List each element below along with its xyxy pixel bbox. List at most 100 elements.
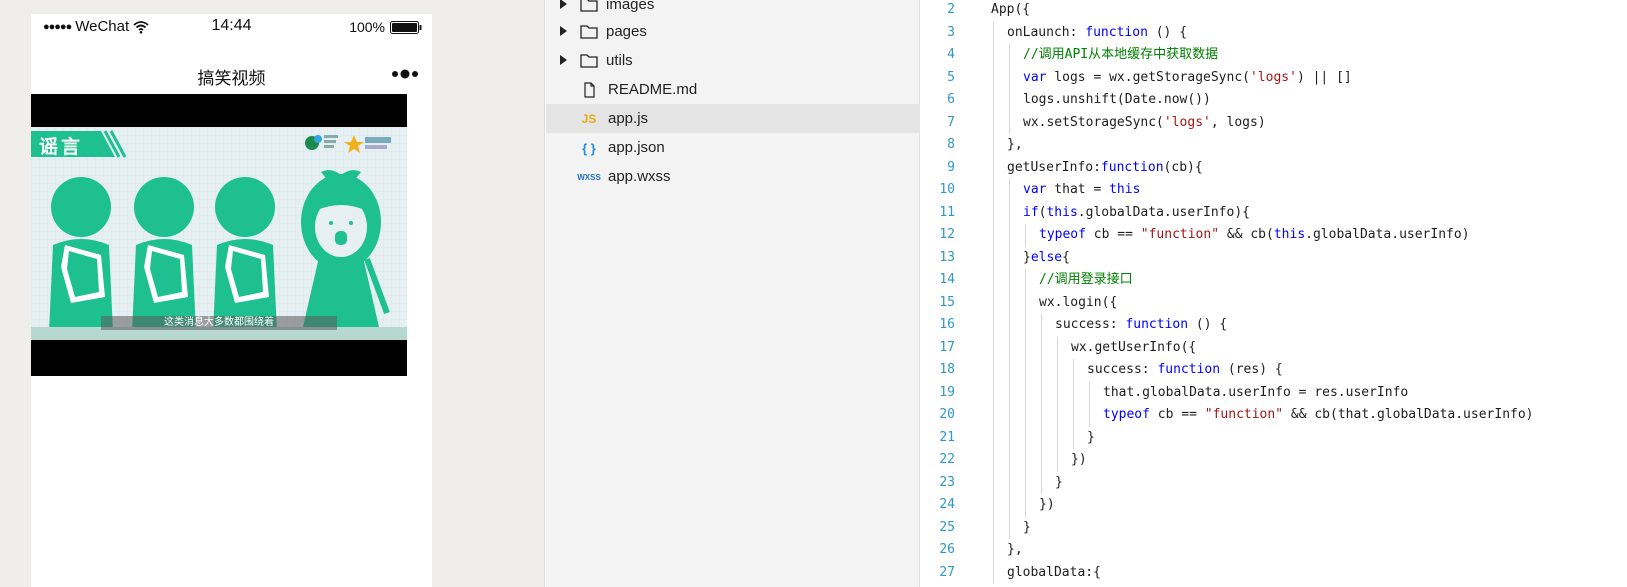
nav-bar: 搞笑视频: [31, 54, 432, 94]
code-text: }): [1039, 497, 1055, 512]
indent-guide: [1009, 426, 1010, 449]
file-tree-panel: images pages utils README.md JS app.js {…: [546, 0, 920, 587]
video-player[interactable]: 谣言 这类消息大多数都围绕着: [31, 94, 407, 376]
code-line[interactable]: 26},: [921, 539, 1627, 562]
code-text: typeof cb == "function" && cb(that.globa…: [1103, 407, 1534, 422]
indent-guide: [1057, 404, 1058, 427]
signal-icon: ●●●●●: [43, 20, 72, 33]
line-number: 4: [947, 47, 955, 62]
code-text: //调用登录接口: [1039, 272, 1133, 287]
line-number: 26: [939, 542, 955, 557]
indent-guide: [993, 89, 994, 112]
code-line[interactable]: 4//调用API从本地缓存中获取数据: [921, 44, 1627, 67]
video-frame-illustration: [31, 127, 407, 340]
line-number: 10: [939, 182, 955, 197]
code-text: onLaunch: function () {: [1007, 24, 1188, 40]
code-line[interactable]: 25}: [921, 516, 1627, 539]
code-line[interactable]: 24}): [921, 494, 1627, 517]
indent-guide: [993, 516, 994, 539]
line-number: 5: [947, 69, 955, 85]
indent-guide: [1041, 426, 1042, 449]
indent-guide: [993, 246, 994, 269]
indent-guide: [1073, 359, 1074, 382]
indent-guide: [1041, 449, 1042, 472]
nav-title: 搞笑视频: [197, 69, 266, 88]
code-line[interactable]: 3 onLaunch: function () {: [921, 21, 1627, 44]
code-text: var that = this: [1023, 182, 1141, 197]
indent-guide: [1041, 381, 1042, 404]
line-number: 3: [947, 24, 955, 40]
indent-guide: [1009, 404, 1010, 427]
indent-guide: [1009, 494, 1010, 517]
more-options-icon[interactable]: [390, 64, 420, 84]
folder-icon: [580, 25, 598, 39]
code-line[interactable]: 10 var that = this: [921, 179, 1627, 202]
indent-guide: [993, 134, 994, 157]
tree-file-readme[interactable]: README.md: [546, 75, 920, 104]
status-right: 100%: [349, 19, 422, 35]
line-number: 24: [939, 497, 955, 512]
tree-file-app-wxss[interactable]: WXSS app.wxss: [546, 162, 920, 191]
wifi-icon: [133, 20, 149, 34]
indent-guide: [993, 404, 994, 427]
tree-folder-pages[interactable]: pages: [546, 17, 920, 46]
line-number: 6: [947, 92, 955, 107]
indent-guide: [993, 224, 994, 247]
indent-guide: [993, 381, 994, 404]
code-text: that.globalData.userInfo = res.userInfo: [1103, 384, 1409, 400]
code-line[interactable]: 19 that.globalData.userInfo = res.userInf…: [921, 381, 1627, 404]
indent-guide: [993, 66, 994, 89]
line-number: 18: [939, 362, 955, 377]
code-line[interactable]: 21}: [921, 426, 1627, 449]
code-line[interactable]: 5 var logs = wx.getStorageSync('logs') ||…: [921, 66, 1627, 89]
line-number: 7: [947, 114, 955, 130]
code-text: var logs = wx.getStorageSync('logs') || …: [1023, 69, 1352, 85]
indent-guide: [1025, 404, 1026, 427]
folder-icon: [580, 0, 598, 12]
expand-arrow-icon[interactable]: [560, 55, 567, 65]
indent-guide: [993, 201, 994, 224]
tree-folder-utils[interactable]: utils: [546, 46, 920, 75]
line-number: 19: [939, 384, 955, 400]
code-text: }else{: [1023, 249, 1070, 265]
indent-guide: [1025, 224, 1026, 247]
tree-file-label: app.js: [608, 110, 649, 127]
code-line[interactable]: 13 }else{: [921, 246, 1627, 269]
indent-guide: [1009, 201, 1010, 224]
status-time: 14:44: [211, 17, 252, 34]
code-line[interactable]: 14 //调用登录接口: [921, 269, 1627, 292]
indent-guide: [1009, 269, 1010, 292]
tree-folder-images[interactable]: images: [546, 0, 920, 19]
line-number: 13: [939, 249, 955, 265]
indent-guide: [1057, 336, 1058, 359]
expand-arrow-icon[interactable]: [560, 26, 567, 36]
code-text: }: [1055, 474, 1063, 490]
code-line[interactable]: 23}: [921, 471, 1627, 494]
code-line[interactable]: 22}): [921, 449, 1627, 472]
indent-guide: [1009, 449, 1010, 472]
line-number: 14: [939, 272, 955, 287]
tree-file-app-json[interactable]: { } app.json: [546, 133, 920, 162]
code-line[interactable]: 8},: [921, 134, 1627, 157]
indent-guide: [993, 111, 994, 134]
indent-guide: [1009, 314, 1010, 337]
tree-file-app-js[interactable]: JS app.js: [546, 104, 920, 133]
indent-guide: [993, 314, 994, 337]
expand-arrow-icon[interactable]: [560, 0, 567, 9]
code-text: }: [1023, 519, 1031, 535]
json-icon: { }: [582, 140, 596, 156]
indent-guide: [1041, 471, 1042, 494]
